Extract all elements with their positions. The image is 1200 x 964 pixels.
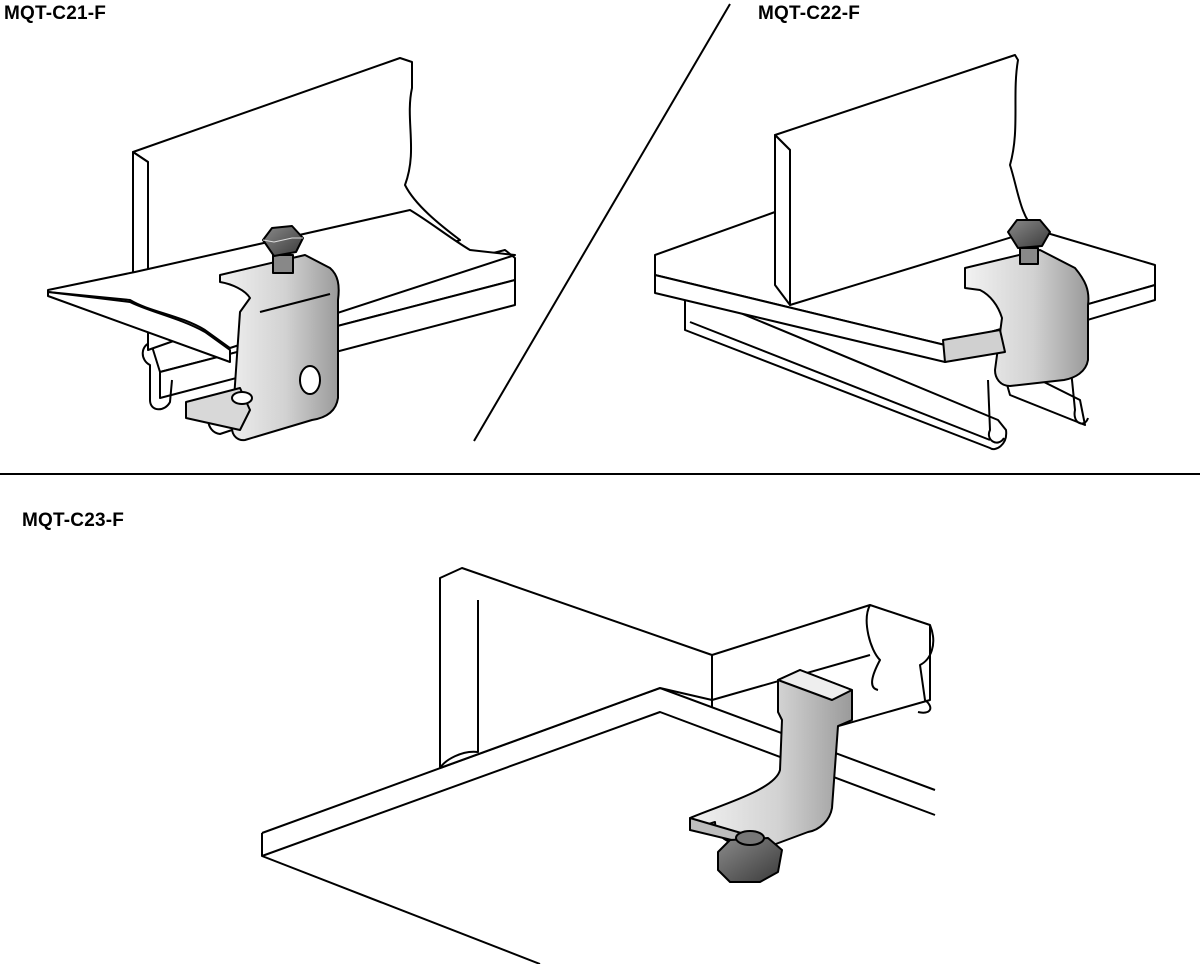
nut-c23: [717, 830, 783, 883]
panel-mqt-c21-f-drawing: [47, 57, 516, 442]
clamp-c21: [185, 254, 340, 442]
label-mqt-c22-f: MQT-C22-F: [758, 3, 861, 24]
bolt-c22: [1007, 219, 1051, 265]
clamp-c22: [942, 249, 1090, 387]
divider-diagonal: [473, 3, 731, 442]
panel-mqt-c23-f-drawing: [261, 567, 936, 964]
bolt-c21: [262, 225, 304, 274]
label-mqt-c23-f: MQT-C23-F: [22, 510, 125, 531]
panel-mqt-c22-f-drawing: [654, 54, 1156, 450]
label-mqt-c21-f: MQT-C21-F: [4, 3, 107, 24]
beam-flange-c23: [262, 688, 935, 964]
